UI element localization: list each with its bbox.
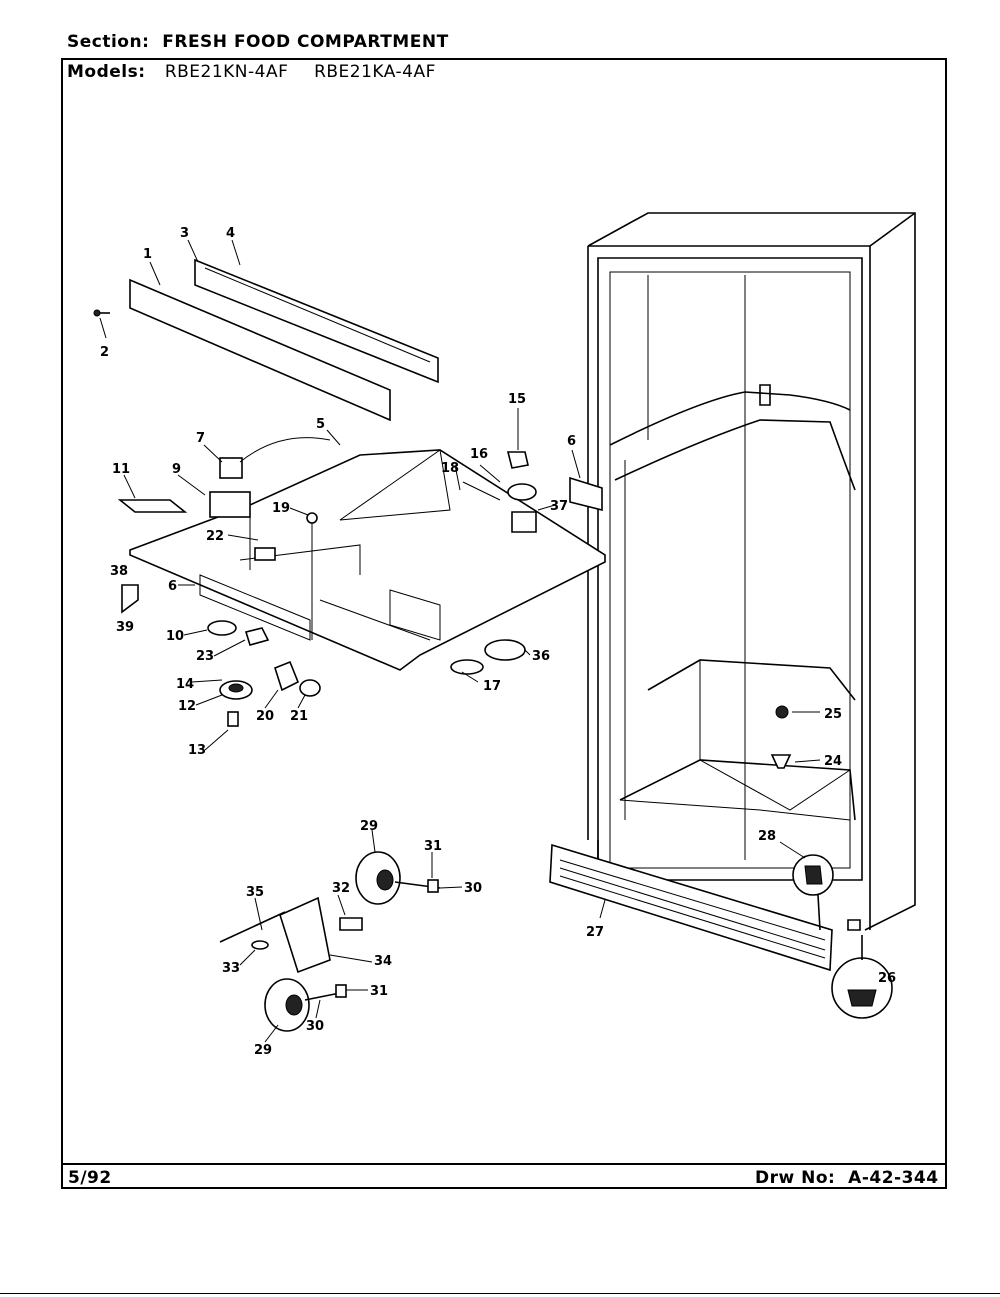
callout-21: 21 (290, 709, 308, 724)
callout-26: 26 (878, 971, 896, 986)
callout-15: 15 (508, 392, 526, 407)
callout-36: 36 (532, 649, 550, 664)
callout-20: 20 (256, 709, 274, 724)
drawing-label: Drw No: (755, 1168, 836, 1188)
models-line: Models: RBE21KN-4AF RBE21KA-4AF (67, 62, 436, 82)
section-value: FRESH FOOD COMPARTMENT (162, 32, 449, 52)
callout-22: 22 (206, 529, 224, 544)
callout-29b: 29 (254, 1043, 272, 1058)
section-title: Section: FRESH FOOD COMPARTMENT (67, 32, 449, 52)
footer-rule (61, 1163, 947, 1165)
callout-labels: 1 2 3 4 5 6 6 7 8 9 10 11 12 13 14 15 16… (100, 226, 896, 1058)
callout-19: 19 (272, 501, 290, 516)
callout-12: 12 (178, 699, 196, 714)
callout-1: 1 (143, 247, 152, 262)
callout-7: 7 (196, 431, 205, 446)
callout-33: 33 (222, 961, 240, 976)
grille-and-leveler (549, 843, 893, 1019)
callout-4: 4 (226, 226, 235, 241)
top-channel-parts (93, 258, 439, 422)
control-housing (129, 449, 606, 671)
cabinet (587, 212, 916, 931)
callout-31b: 31 (370, 984, 388, 999)
callout-24: 24 (824, 754, 842, 769)
callout-34: 34 (374, 954, 392, 969)
callout-16: 16 (470, 447, 488, 462)
callout-32: 32 (332, 881, 350, 896)
footer-drawing-number: Drw No: A-42-344 (755, 1168, 939, 1188)
callout-31a: 31 (424, 839, 442, 854)
section-label: Section: (67, 32, 150, 52)
callout-23: 23 (196, 649, 214, 664)
callout-28: 28 (758, 829, 776, 844)
callout-37: 37 (550, 499, 568, 514)
callout-2: 2 (100, 345, 109, 360)
footer-date: 5/92 (68, 1168, 112, 1188)
callout-35: 35 (246, 885, 264, 900)
callout-6a: 6 (567, 434, 576, 449)
drawing-number: A-42-344 (848, 1168, 939, 1188)
callout-39: 39 (116, 620, 134, 635)
callout-11: 11 (112, 462, 130, 477)
models-label: Models: (67, 62, 146, 82)
model-1: RBE21KN-4AF (164, 62, 289, 82)
callout-30a: 30 (464, 881, 482, 896)
callout-17: 17 (483, 679, 501, 694)
callout-25: 25 (824, 707, 842, 722)
model-2: RBE21KA-4AF (314, 62, 436, 82)
callout-5: 5 (316, 417, 325, 432)
callout-27: 27 (586, 925, 604, 940)
callout-18: 18 (441, 461, 459, 476)
callout-6b: 6 (168, 579, 177, 594)
callout-29a: 29 (360, 819, 378, 834)
callout-30b: 30 (306, 1019, 324, 1034)
callout-14: 14 (176, 677, 194, 692)
callout-9: 9 (172, 462, 181, 477)
callout-13: 13 (188, 743, 206, 758)
page-bottom-rule (0, 1293, 1000, 1294)
callout-38: 38 (110, 564, 128, 579)
small-parts (117, 437, 792, 769)
drawing-frame (61, 58, 947, 1189)
leader-lines (99, 239, 821, 1043)
callout-10: 10 (166, 629, 184, 644)
roller-assembly (219, 851, 441, 1032)
callout-3: 3 (180, 226, 189, 241)
